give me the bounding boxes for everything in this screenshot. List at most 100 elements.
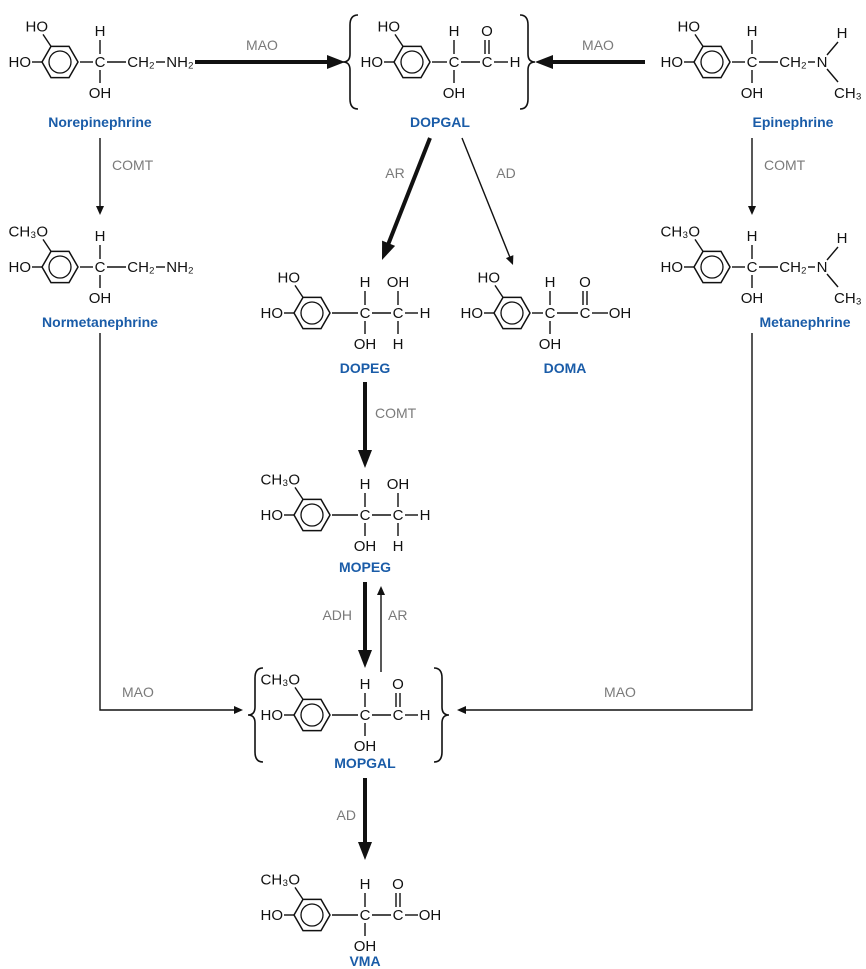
substituent-up: H — [360, 676, 371, 693]
chain-atom: C — [95, 54, 106, 71]
ring-left-substituent: HO — [361, 54, 384, 71]
enzyme-label: AR — [388, 607, 407, 623]
reaction-arrow-dopgal-to-doma: AD — [461, 137, 516, 265]
arrowhead-icon — [505, 255, 514, 265]
substituent-down: OH — [89, 85, 112, 102]
ring-left-substituent: HO — [261, 707, 284, 724]
substituent-down: H — [393, 538, 404, 555]
substituent-up: H — [747, 228, 758, 245]
reaction-arrow-normetanephrine-to-mopgal: MAO — [99, 333, 243, 714]
ring-top-substituent: HO — [378, 18, 401, 35]
enzyme-label: AD — [337, 807, 356, 823]
chain-atom: C — [747, 54, 758, 71]
aromatic-circle — [300, 301, 324, 325]
compound-name: Norepinephrine — [48, 114, 152, 130]
ring-left-substituent: HO — [661, 54, 684, 71]
arrowhead-icon — [382, 240, 396, 260]
bond — [294, 887, 304, 900]
right-brace — [519, 14, 536, 110]
substituent-up: O — [392, 876, 404, 893]
substituent-up: O — [481, 23, 493, 40]
chain-atom: NH₂ — [166, 259, 194, 276]
aromatic-circle — [300, 703, 324, 727]
reaction-arrow-mopgal-to-mopeg: AR — [377, 586, 407, 672]
right-brace — [433, 667, 450, 763]
compound-name: Metanephrine — [759, 314, 850, 330]
chain-atom: OH — [419, 907, 442, 924]
chain-atom: C — [360, 305, 371, 322]
substituent-down: CH₃ — [834, 290, 862, 307]
substituent-down: OH — [354, 336, 377, 353]
substituent-up: H — [95, 228, 106, 245]
ring-top-substituent: HO — [478, 269, 501, 286]
enzyme-label: MAO — [604, 684, 636, 700]
compound-name: DOMA — [544, 360, 587, 376]
arrow-shaft — [464, 333, 753, 711]
substituent-down: OH — [354, 538, 377, 555]
substituent-up: H — [545, 274, 556, 291]
aromatic-circle — [48, 255, 72, 279]
substituent-up: OH — [387, 476, 410, 493]
substituent-down: H — [393, 336, 404, 353]
chain-atom: CH₂ — [127, 259, 155, 276]
substituent-up: H — [95, 23, 106, 40]
chain-atom: C — [95, 259, 106, 276]
arrowhead-icon — [358, 450, 372, 468]
enzyme-label: AR — [385, 165, 404, 181]
aromatic-circle — [48, 50, 72, 74]
ring-top-substituent: CH₃O — [261, 471, 300, 488]
substituent-up: O — [579, 274, 591, 291]
substituent-up: H — [449, 23, 460, 40]
ring-top-substituent: CH₃O — [261, 871, 300, 888]
chain-atom: N — [817, 54, 828, 71]
arrowhead-icon — [358, 842, 372, 860]
ring-left-substituent: HO — [661, 259, 684, 276]
bond — [294, 687, 304, 700]
reaction-arrow-mopgal-to-vma: AD — [337, 778, 372, 860]
substituent-down: OH — [741, 85, 764, 102]
substituent-down: OH — [354, 738, 377, 755]
arrow-shaft — [385, 137, 432, 248]
bond — [826, 273, 839, 288]
bond — [826, 246, 839, 261]
reaction-arrow-mopeg-to-mopgal: ADH — [322, 582, 372, 668]
chain-atom: CH₂ — [127, 54, 155, 71]
aromatic-circle — [400, 50, 424, 74]
reaction-arrow-metanephrine-to-mopgal: MAO — [457, 333, 753, 714]
reaction-arrow-dopeg-to-mopeg: COMT — [358, 382, 417, 468]
reaction-arrow-dopgal-to-dopeg: AR — [382, 137, 432, 260]
arrow-shaft — [99, 333, 236, 711]
arrowhead-icon — [96, 206, 104, 215]
chain-atom: C — [360, 507, 371, 524]
arrowhead-icon — [327, 55, 345, 69]
chain-atom: H — [420, 707, 431, 724]
left-brace — [247, 667, 264, 763]
enzyme-label: MAO — [582, 37, 614, 53]
arrowhead-icon — [748, 206, 756, 215]
bond — [826, 41, 839, 56]
substituent-up: H — [837, 25, 848, 42]
chain-atom: C — [580, 305, 591, 322]
arrow-shaft — [461, 137, 511, 259]
enzyme-label: MAO — [246, 37, 278, 53]
substituent-up: O — [392, 676, 404, 693]
chain-atom: CH₂ — [779, 259, 807, 276]
bond — [294, 285, 304, 298]
compound-name: DOPGAL — [410, 114, 470, 130]
ring-left-substituent: HO — [9, 54, 32, 71]
reaction-arrow-norepinephrine-to-dopgal: MAO — [195, 37, 345, 69]
substituent-down: CH₃ — [834, 85, 862, 102]
chain-atom: NH₂ — [166, 54, 194, 71]
substituent-up: H — [360, 274, 371, 291]
chain-atom: H — [420, 305, 431, 322]
bond — [694, 34, 704, 47]
compound-name: MOPGAL — [334, 755, 396, 771]
enzyme-label: MAO — [122, 684, 154, 700]
substituent-down: OH — [539, 336, 562, 353]
